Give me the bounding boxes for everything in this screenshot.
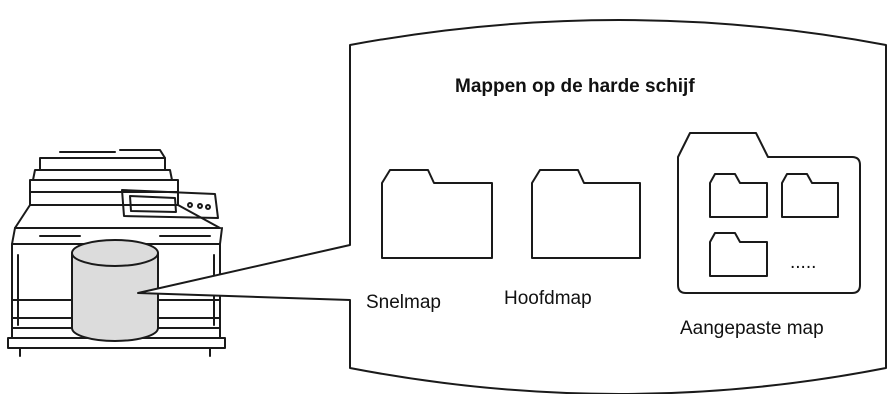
custom-folder-label: Aangepaste map	[680, 318, 824, 339]
subfolder-icon	[709, 173, 768, 218]
quick-folder-icon	[381, 169, 493, 259]
custom-folder-icon	[677, 132, 861, 294]
subfolder-icon	[709, 232, 768, 277]
hard-disk-icon	[71, 239, 159, 342]
more-folders-ellipsis: .....	[790, 252, 817, 273]
subfolder-icon	[781, 173, 839, 218]
main-folder-label: Hoofdmap	[504, 288, 592, 309]
callout-bubble	[137, 19, 887, 394]
main-folder-icon	[531, 169, 641, 259]
quick-folder-label: Snelmap	[366, 292, 441, 313]
diagram-title: Mappen op de harde schijf	[455, 76, 695, 97]
